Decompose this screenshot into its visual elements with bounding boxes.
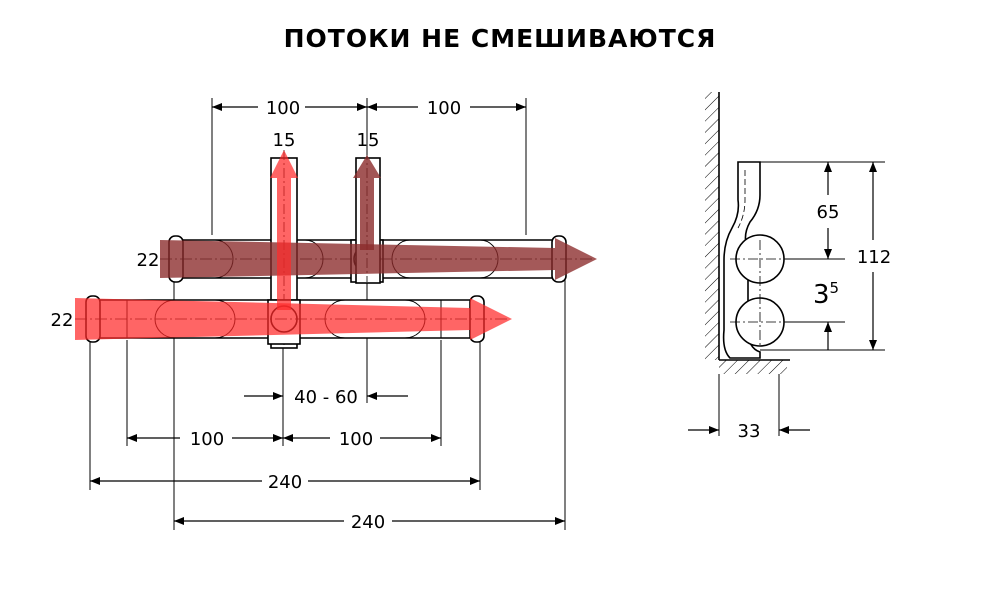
dim-lower-diameter: 22 (51, 310, 74, 331)
front-view: 100 100 15 15 22 22 40 - 60 100 100 240 … (51, 98, 597, 533)
lower-outlet-arrow (270, 150, 298, 310)
dim-lower-length: 240 (268, 472, 302, 493)
diagram-title: ПОТОКИ НЕ СМЕШИВАЮТСЯ (283, 24, 717, 53)
lower-flow-arrow (75, 298, 512, 340)
dim-upper-length: 240 (351, 512, 385, 533)
side-view: 65 112 35 33 (688, 92, 891, 442)
dim-side-gap: 35 (813, 279, 839, 310)
upper-outlet-arrow (353, 155, 381, 250)
dim-bottom-right: 100 (339, 429, 373, 450)
upper-flow-arrow (160, 238, 597, 280)
dim-side-depth: 33 (738, 421, 761, 442)
dimension-lines (90, 103, 565, 525)
dim-upper-diameter: 22 (137, 250, 160, 271)
dim-outlet-offset: 40 - 60 (294, 387, 358, 408)
dim-side-upper: 65 (817, 202, 840, 223)
dim-bottom-left: 100 (190, 429, 224, 450)
dim-outlet-right: 15 (357, 130, 380, 151)
wall-hatch (705, 92, 719, 360)
dim-outlet-left: 15 (273, 130, 296, 151)
floor-hatch (719, 360, 787, 374)
dim-top-right: 100 (427, 98, 461, 119)
dim-side-total: 112 (857, 247, 891, 268)
dim-top-left: 100 (266, 98, 300, 119)
side-pipe-profile (722, 161, 795, 359)
side-dimension-lines (688, 162, 877, 434)
